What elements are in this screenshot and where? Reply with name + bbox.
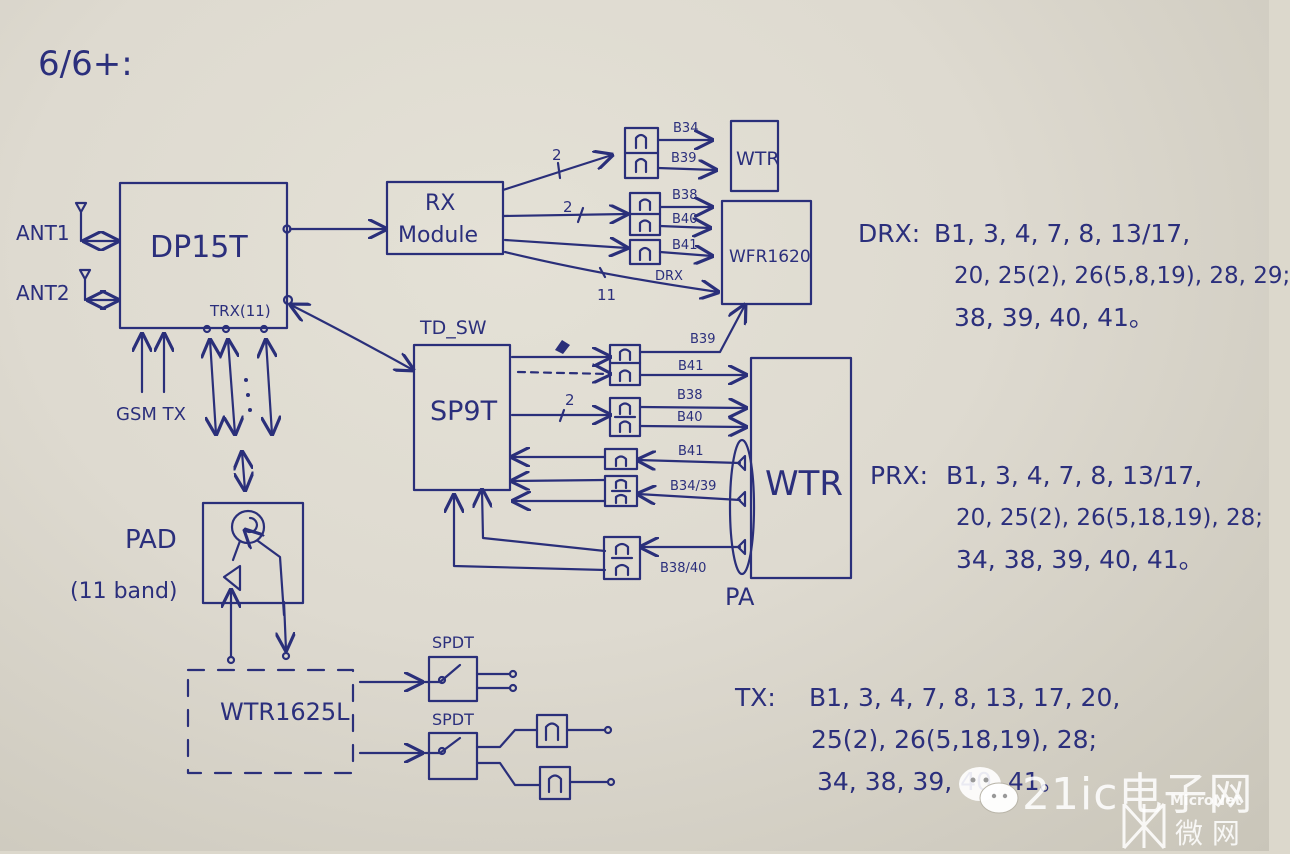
- band-label: B41: [678, 359, 703, 374]
- antenna-2-icon: [78, 268, 92, 302]
- bus-count-label: 2: [563, 198, 573, 216]
- pad-band-label: (11 band): [70, 579, 178, 604]
- wfr1620-block: WFR1620: [720, 199, 813, 306]
- trx-port-11: [259, 324, 269, 334]
- gsm-tx-inputs: GSM TX: [116, 334, 186, 425]
- band-label: B40: [672, 212, 697, 227]
- drx-line-3: 38, 39, 40, 41。: [954, 303, 1154, 332]
- tx-line-2: 25(2), 26(5,18,19), 28;: [811, 725, 1097, 754]
- wtr1625l-block: WTR1625L: [186, 668, 422, 775]
- band-label: B40: [677, 410, 702, 425]
- antenna-2: ANT2: [16, 268, 118, 305]
- prx-line-2: 20, 25(2), 26(5,18,19), 28;: [956, 505, 1263, 531]
- circulator-icon: [230, 509, 266, 545]
- pad-block: PAD (11 band): [70, 501, 305, 665]
- ant1-label: ANT1: [16, 221, 70, 245]
- wtr1625l-box: [186, 668, 355, 775]
- wtr-big-block: WTR: [749, 356, 853, 580]
- rx-module-label-2: Module: [398, 223, 478, 248]
- sp9t-block: TD_SW SP9T 2: [291, 305, 610, 572]
- wtr1625l-label: WTR1625L: [220, 698, 350, 726]
- band-label: B41: [678, 444, 703, 459]
- band-label: B38/40: [660, 561, 706, 576]
- dp15t-label: DP15T: [150, 230, 248, 265]
- td-sw-label: TD_SW: [419, 317, 487, 339]
- pa-module: PA: [725, 438, 756, 611]
- watermark-brand: 21ic电子网: [1022, 769, 1254, 820]
- rx-filter-b41: B41: [628, 238, 712, 264]
- amplifier-icon: [736, 490, 747, 508]
- band-label: B41: [672, 238, 697, 253]
- drx-label: DRX:: [858, 219, 921, 248]
- td-filter-b38-b40: B38 B40: [608, 388, 746, 438]
- wtr-small-label: WTR: [736, 148, 780, 170]
- rx-module-block: RX Module 2 2 11 DRX: [288, 146, 718, 304]
- rx-module-label: RX: [425, 191, 455, 216]
- band-label: B39: [671, 151, 696, 166]
- antenna-1: ANT1: [16, 201, 118, 245]
- watermark-micronet: MicroNet: [1170, 793, 1242, 809]
- band-label: B38: [677, 388, 702, 403]
- drx-band-notes: DRX: B1, 3, 4, 7, 8, 13/17, 20, 25(2), 26…: [858, 213, 1290, 339]
- bus-count-label: 11: [597, 286, 616, 304]
- tx-line-1: B1, 3, 4, 7, 8, 13, 17, 20,: [809, 683, 1121, 712]
- drx-path-label: DRX: [655, 269, 683, 284]
- pa-filter-b41: B41: [603, 444, 742, 469]
- bus-count-label: 2: [565, 391, 575, 409]
- amplifier-icon: [736, 538, 747, 556]
- bus-count-label: 2: [552, 146, 562, 164]
- filter-icon: [535, 713, 569, 749]
- sp9t-label: SP9T: [430, 396, 498, 427]
- switch-icon: [420, 736, 462, 755]
- pa-filter-b38-40: B38/40: [602, 535, 742, 581]
- wtr-big-label: WTR: [765, 464, 843, 504]
- pa-label: PA: [725, 583, 755, 611]
- band-label: B34: [673, 121, 698, 136]
- rx-module-box: [385, 180, 505, 256]
- rx-filter-dual-1: B34 B39: [623, 121, 716, 178]
- pad-box: [201, 501, 305, 605]
- ant2-label: ANT2: [16, 281, 70, 305]
- switch-icon: [420, 663, 462, 684]
- band-label: B39: [690, 332, 715, 347]
- spdt-1: SPDT: [420, 633, 518, 703]
- trx-port-2: [221, 324, 231, 334]
- amplifier-icon: [222, 564, 242, 592]
- tx-band-notes: TX: B1, 3, 4, 7, 8, 13, 17, 20, 25(2), 26…: [735, 677, 1120, 803]
- prx-label: PRX:: [870, 461, 928, 490]
- spdt2-label: SPDT: [432, 710, 474, 729]
- dp15t-block: DP15T TRX(11): [118, 181, 294, 334]
- td-filter-b39-b41: B39 B41: [608, 305, 746, 387]
- wtr-small-block: WTR: [729, 119, 780, 193]
- spdt1-label: SPDT: [432, 633, 474, 652]
- wechat-icon: [955, 762, 1025, 826]
- micronet-logo-icon: [1120, 800, 1168, 854]
- page-title: 6/6+:: [38, 44, 133, 84]
- antenna-1-icon: [74, 201, 88, 243]
- amplifier-icon: [736, 454, 747, 472]
- pad-label: PAD: [125, 525, 177, 555]
- prx-line-1: B1, 3, 4, 7, 8, 13/17,: [946, 461, 1203, 490]
- tx-line-3: 34, 38, 39, 40, 41。: [817, 767, 1065, 796]
- trx-lines: [210, 340, 272, 490]
- trx-port-1: [202, 324, 212, 334]
- pa-filter-b34-39: B34/39: [603, 474, 742, 508]
- prx-line-3: 34, 38, 39, 40, 41。: [956, 545, 1204, 574]
- spdt-2: SPDT: [420, 710, 616, 801]
- trx-label: TRX(11): [209, 302, 271, 320]
- watermark-cn: 微 网: [1175, 817, 1240, 850]
- band-label: B34/39: [670, 479, 716, 494]
- drx-line-1: B1, 3, 4, 7, 8, 13/17,: [934, 219, 1191, 248]
- filter-icon: [538, 765, 572, 801]
- drx-line-2: 20, 25(2), 26(5,8,19), 28, 29;: [954, 263, 1290, 289]
- rx-filter-dual-2: B38 B40: [628, 188, 712, 235]
- wfr1620-label: WFR1620: [729, 247, 811, 267]
- gsm-tx-label: GSM TX: [116, 404, 186, 425]
- band-label: B38: [672, 188, 697, 203]
- tx-label: TX:: [735, 683, 776, 712]
- prx-band-notes: PRX: B1, 3, 4, 7, 8, 13/17, 20, 25(2), 26…: [870, 455, 1263, 581]
